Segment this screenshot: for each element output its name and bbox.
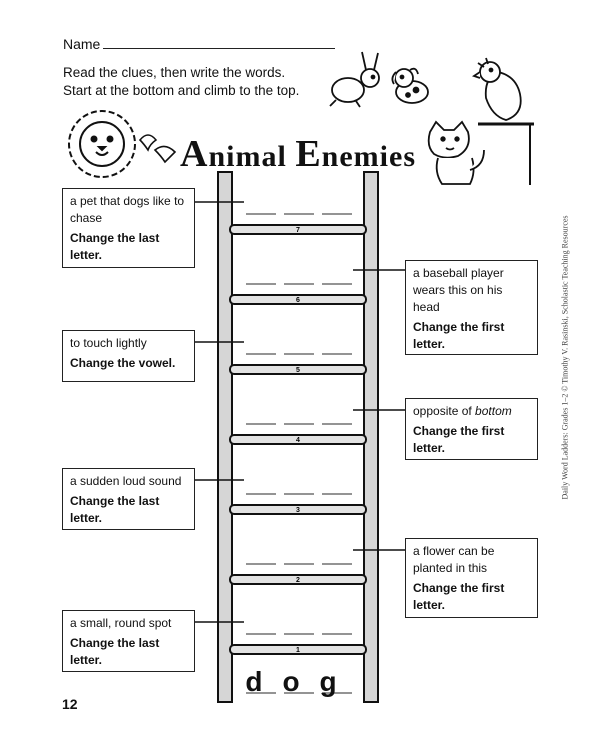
start-word: dog <box>245 666 357 697</box>
clue-text: a small, round spot <box>70 616 172 630</box>
instruction-line-1: Read the clues, then write the words. <box>63 65 286 80</box>
rung-number: 1 <box>296 647 300 654</box>
page-title: Animal Enemies <box>180 132 416 176</box>
credit-container: Daily Word Ladders: Grades 1–2 © Timothy… <box>560 215 570 500</box>
rung-number: 6 <box>296 297 300 304</box>
ladder-rung <box>229 504 367 515</box>
clue-text: a baseball player wears this on his head <box>413 266 504 314</box>
clue-text: a flower can be planted in this <box>413 544 495 575</box>
clue-box-2: a flower can be planted in this Change t… <box>405 538 538 618</box>
clue-box-7: a pet that dogs like to chase Change the… <box>62 188 195 268</box>
clue-text-plain: opposite of <box>413 404 476 418</box>
clue-rule: Change the last letter. <box>70 494 160 525</box>
clue-text: opposite of bottom <box>413 403 530 420</box>
clue-text: a sudden loud sound <box>70 474 182 488</box>
clue-box-6: a baseball player wears this on his head… <box>405 260 538 355</box>
ladder-rung <box>229 224 367 235</box>
ladder: 7 6 5 4 3 2 1 <box>217 171 379 703</box>
clue-rule: Change the vowel. <box>70 356 176 370</box>
bird-icon <box>471 57 534 185</box>
rung-number: 5 <box>296 367 300 374</box>
clue-rule: Change the last letter. <box>70 231 160 262</box>
rung-number: 2 <box>296 577 300 584</box>
clue-text-emphasis: bottom <box>475 404 512 418</box>
clue-rule: Change the first letter. <box>413 424 505 455</box>
clue-text: a pet that dogs like to chase <box>70 194 185 225</box>
critter-icon <box>138 134 177 164</box>
clue-connectors <box>195 201 405 623</box>
title-part-1: nimal <box>208 140 296 173</box>
rung-number: 3 <box>296 507 300 514</box>
rung-number: 7 <box>296 227 300 234</box>
ladder-rung <box>229 294 367 305</box>
clue-text: to touch lightly <box>70 336 147 350</box>
title-cap-e: E <box>295 133 322 175</box>
instructions: Read the clues, then write the words. St… <box>63 64 299 100</box>
name-field[interactable] <box>103 48 335 49</box>
dog-icon <box>391 67 429 104</box>
title-part-2: nemies <box>321 140 416 173</box>
ladder-rung <box>229 644 367 655</box>
clue-rule: Change the last letter. <box>70 636 160 667</box>
rung-number: 4 <box>296 437 300 444</box>
rabbit-icon <box>329 51 380 108</box>
instruction-line-2: Start at the bottom and climb to the top… <box>63 83 300 98</box>
clue-box-4: opposite of bottom Change the first lett… <box>405 398 538 460</box>
ladder-rung <box>229 434 367 445</box>
lion-icon <box>68 110 136 178</box>
clue-rule: Change the first letter. <box>413 320 505 351</box>
cat-icon <box>427 120 485 185</box>
title-cap-a: A <box>180 133 209 175</box>
page-number: 12 <box>62 696 78 712</box>
credit-text: Daily Word Ladders: Grades 1–2 © Timothy… <box>560 215 570 500</box>
clue-box-3: a sudden loud sound Change the last lett… <box>62 468 195 530</box>
clue-rule: Change the first letter. <box>413 581 505 612</box>
ladder-rung <box>229 364 367 375</box>
ladder-rung <box>229 574 367 585</box>
name-label: Name <box>63 36 101 52</box>
clue-box-5: to touch lightly Change the vowel. <box>62 330 195 382</box>
clue-box-1: a small, round spot Change the last lett… <box>62 610 195 672</box>
